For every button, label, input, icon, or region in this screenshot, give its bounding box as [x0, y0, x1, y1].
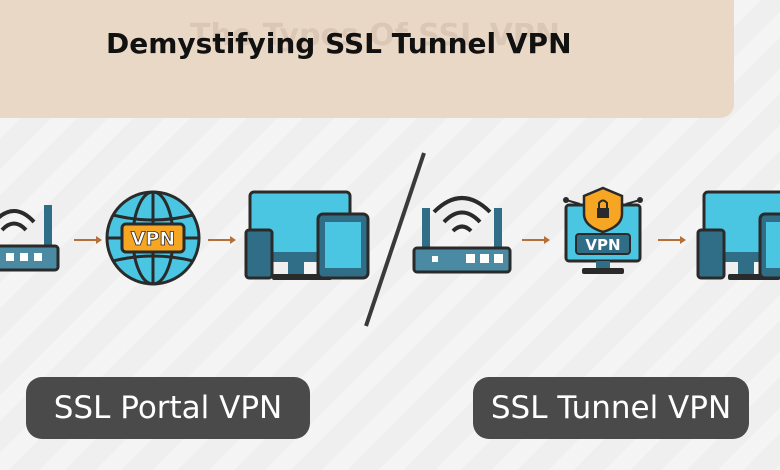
arrow-icon — [74, 236, 102, 244]
ssl-tunnel-vpn-label: SSL Tunnel VPN — [473, 377, 749, 439]
ssl-portal-vpn-label: SSL Portal VPN — [26, 377, 310, 439]
arrow-icon — [658, 236, 686, 244]
devices-icon-portal — [244, 190, 370, 280]
title-banner: The Types Of SSL VPN Demystifying SSL Tu… — [0, 0, 734, 118]
router-icon-tunnel — [412, 196, 512, 274]
arrow-icon — [522, 236, 550, 244]
vpn-badge-portal-label: VPN — [131, 228, 176, 250]
watermark-text: The Types Of SSL VPN — [190, 18, 560, 53]
router-icon-portal — [0, 205, 60, 272]
arrow-icon — [208, 236, 236, 244]
vpn-badge-tunnel-label: VPN — [585, 236, 620, 254]
secure-monitor-icon — [563, 186, 643, 274]
page-title: Demystifying SSL Tunnel VPN — [106, 27, 572, 60]
divider-line — [364, 152, 426, 327]
devices-icon-tunnel — [696, 190, 780, 280]
vpn-badge-portal — [120, 222, 186, 254]
